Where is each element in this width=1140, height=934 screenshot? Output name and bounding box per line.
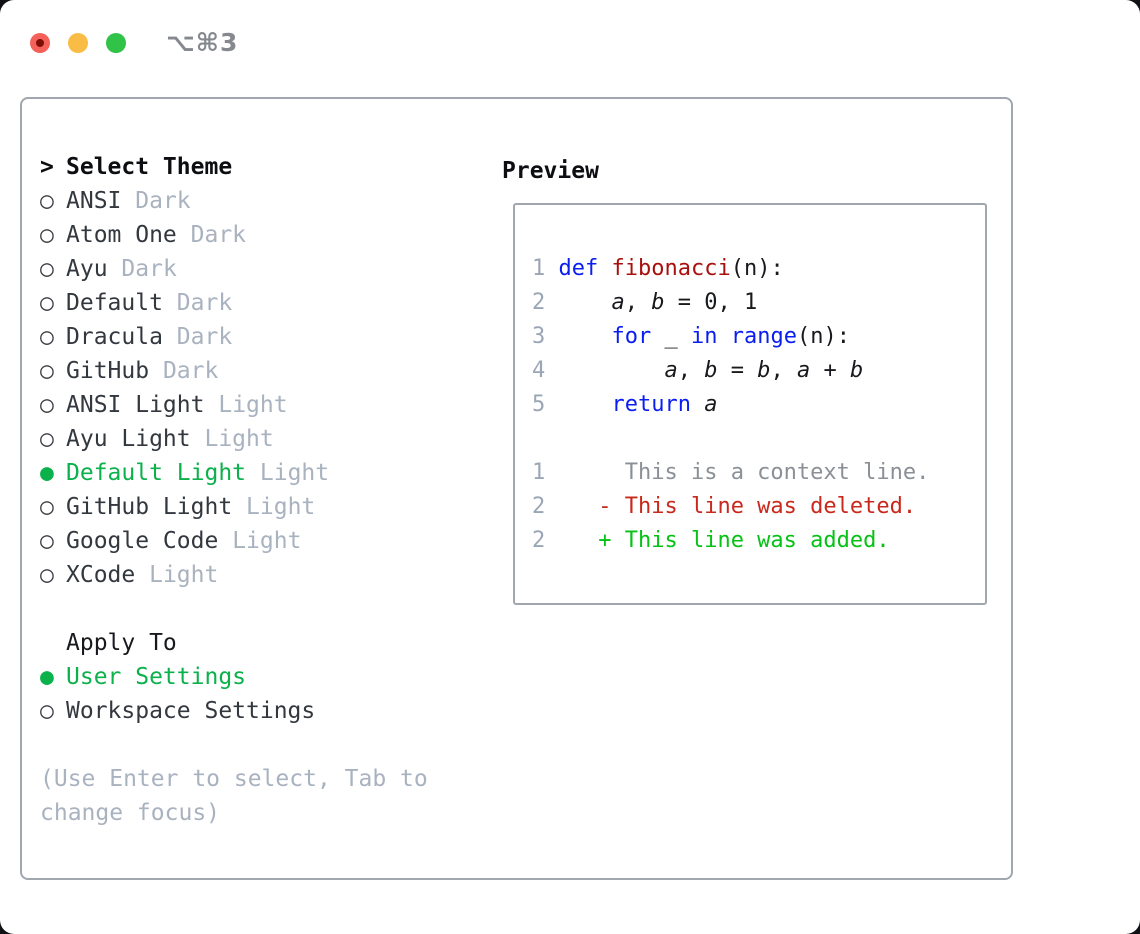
- diff-text: This line was added.: [624, 528, 890, 553]
- preview-code-lines: 1 def fibonacci(n): 2 a, b = 0, 1 3 for _ …: [532, 252, 977, 422]
- radio-icon: ○: [40, 256, 54, 282]
- apply-option-workspace-settings[interactable]: ○ Workspace Settings: [40, 694, 442, 728]
- theme-option-ayu[interactable]: ○ Ayu Dark: [40, 252, 442, 286]
- theme-option-ansi-light[interactable]: ○ ANSI Light Light: [40, 388, 442, 422]
- radio-icon: ○: [40, 392, 54, 418]
- close-button-dot-icon: [36, 38, 44, 47]
- theme-picker-column: > Select Theme ○ ANSI Dark ○ Atom One Dark ○ A…: [40, 150, 442, 830]
- diff-line-context: 1 This is a context line.: [532, 456, 977, 490]
- line-number: 2: [532, 494, 546, 519]
- diff-marker: +: [598, 528, 612, 553]
- theme-variant: Light: [232, 528, 302, 554]
- theme-picker-panel: > Select Theme ○ ANSI Dark ○ Atom One Dark ○ A…: [20, 97, 1013, 880]
- theme-variant: Dark: [176, 324, 233, 350]
- theme-variant: Dark: [162, 358, 219, 384]
- theme-option-github-light[interactable]: ○ GitHub Light Light: [40, 490, 442, 524]
- keyboard-shortcut-label: ⌥⌘3: [166, 28, 239, 57]
- radio-icon: ○: [40, 426, 54, 452]
- theme-variant: Light: [149, 562, 219, 588]
- diff-text: This is a context line.: [624, 460, 930, 485]
- code-line-2: 2 a, b = 0, 1: [532, 290, 758, 315]
- radio-icon: ●: [40, 664, 54, 690]
- radio-icon: ○: [40, 290, 54, 316]
- radio-icon: ●: [40, 460, 54, 486]
- close-button[interactable]: [30, 32, 50, 53]
- preview-diff-lines: 1 This is a context line.2 - This line w…: [532, 456, 977, 558]
- line-number: 4: [532, 358, 546, 383]
- preview-blank-line: [532, 422, 977, 456]
- radio-icon: ○: [40, 528, 54, 554]
- radio-icon: ○: [40, 188, 54, 214]
- radio-icon: ○: [40, 494, 54, 520]
- theme-name: Dracula: [66, 324, 163, 350]
- code-line-1: 1 def fibonacci(n):: [532, 256, 784, 281]
- apply-option-name: Workspace Settings: [66, 698, 316, 724]
- theme-name: Google Code: [66, 528, 219, 554]
- apply-to-heading: Apply To: [66, 630, 177, 656]
- theme-option-atom-one[interactable]: ○ Atom One Dark: [40, 218, 442, 252]
- line-number: 3: [532, 324, 546, 349]
- radio-icon: ○: [40, 324, 54, 350]
- line-number: 2: [532, 528, 546, 553]
- apply-option-name: User Settings: [66, 664, 247, 690]
- theme-list: ○ ANSI Dark ○ Atom One Dark ○ Ayu Dark ○ Defaul…: [40, 184, 442, 592]
- minimize-button[interactable]: [68, 32, 88, 53]
- theme-name: GitHub: [66, 358, 150, 384]
- select-theme-heading: > Select Theme: [40, 150, 442, 184]
- radio-icon: ○: [40, 698, 54, 724]
- theme-variant: Dark: [190, 222, 247, 248]
- apply-to-list: ● User Settings ○ Workspace Settings: [40, 660, 442, 728]
- focus-caret-icon: >: [40, 154, 54, 180]
- zoom-button[interactable]: [106, 32, 126, 53]
- theme-name: Ayu: [66, 256, 108, 282]
- line-number: 1: [532, 256, 546, 281]
- theme-variant: Light: [218, 392, 288, 418]
- theme-option-ansi[interactable]: ○ ANSI Dark: [40, 184, 442, 218]
- diff-marker: [598, 460, 611, 485]
- theme-variant: Light: [204, 426, 274, 452]
- code-line-5: 5 return a: [532, 392, 718, 417]
- diff-text: This line was deleted.: [624, 494, 917, 519]
- theme-option-xcode[interactable]: ○ XCode Light: [40, 558, 442, 592]
- preview-heading: Preview: [502, 158, 599, 184]
- radio-icon: ○: [40, 358, 54, 384]
- diff-marker: -: [598, 494, 612, 519]
- help-text: (Use Enter to select, Tab to change focu…: [40, 766, 428, 826]
- theme-name: Default Light: [66, 460, 247, 486]
- theme-variant: Dark: [121, 256, 177, 282]
- theme-option-default-light[interactable]: ● Default Light Light: [40, 456, 442, 490]
- theme-variant: Light: [259, 460, 330, 486]
- diff-line-deleted: 2 - This line was deleted.: [532, 490, 977, 524]
- theme-option-github[interactable]: ○ GitHub Dark: [40, 354, 442, 388]
- radio-icon: ○: [40, 562, 54, 588]
- preview-box: 1 def fibonacci(n): 2 a, b = 0, 1 3 for _ …: [513, 203, 987, 605]
- select-theme-title: Select Theme: [66, 154, 233, 180]
- theme-name: Default: [66, 290, 163, 316]
- theme-name: XCode: [66, 562, 136, 588]
- theme-option-default[interactable]: ○ Default Dark: [40, 286, 442, 320]
- theme-name: GitHub Light: [66, 494, 233, 520]
- theme-option-google-code[interactable]: ○ Google Code Light: [40, 524, 442, 558]
- code-line-3: 3 for _ in range(n):: [532, 324, 850, 349]
- diff-line-added: 2 + This line was added.: [532, 524, 977, 558]
- theme-variant: Dark: [176, 290, 233, 316]
- theme-variant: Dark: [135, 188, 191, 214]
- line-number: 2: [532, 290, 546, 315]
- apply-option-user-settings[interactable]: ● User Settings: [40, 660, 442, 694]
- theme-option-dracula[interactable]: ○ Dracula Dark: [40, 320, 442, 354]
- line-number: 5: [532, 392, 546, 417]
- theme-name: Ayu Light: [66, 426, 191, 452]
- theme-name: ANSI: [66, 188, 122, 214]
- titlebar: ⌥⌘3: [30, 28, 238, 57]
- code-line-4: 4 a, b = b, a + b: [532, 358, 864, 383]
- line-number: 1: [532, 460, 546, 485]
- theme-name: ANSI Light: [66, 392, 205, 418]
- theme-variant: Light: [246, 494, 316, 520]
- theme-name: Atom One: [66, 222, 177, 248]
- radio-icon: ○: [40, 222, 54, 248]
- theme-option-ayu-light[interactable]: ○ Ayu Light Light: [40, 422, 442, 456]
